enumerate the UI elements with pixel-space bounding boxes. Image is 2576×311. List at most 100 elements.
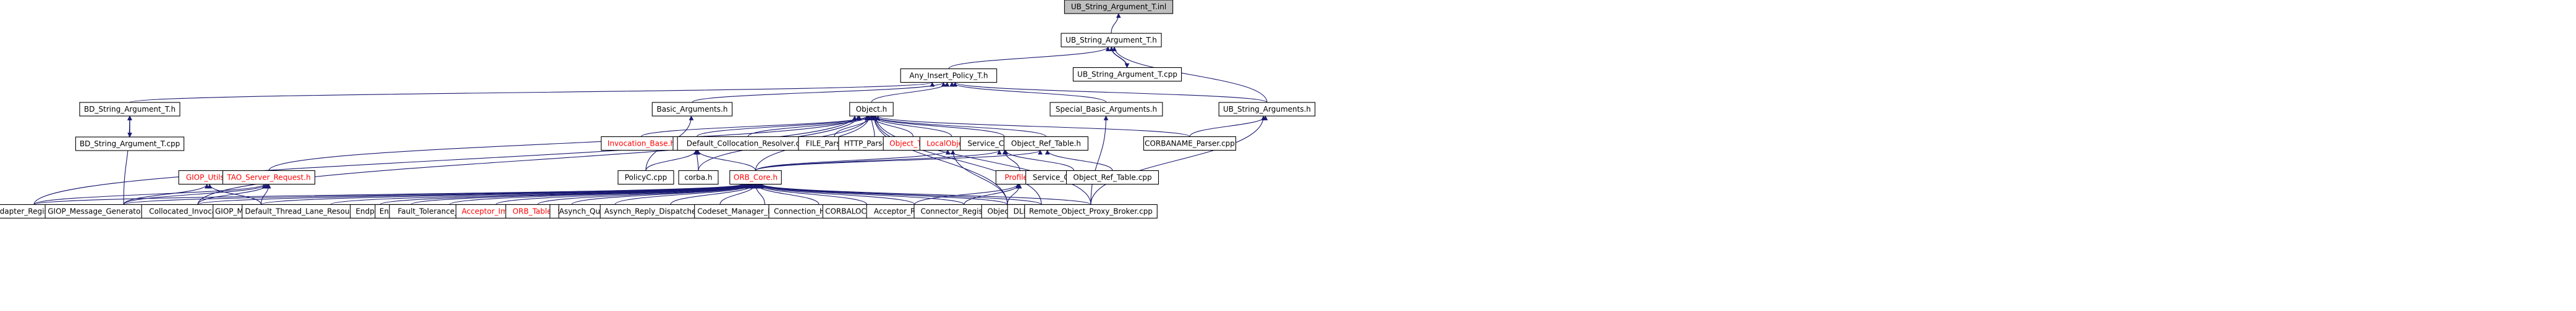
file-node-ubh[interactable]: UB_String_Argument_T.h (1061, 33, 1162, 48)
dependency-edge (207, 183, 262, 205)
dependency-edge (760, 183, 1091, 205)
file-node-box (1024, 204, 1158, 219)
file-node-orbcore[interactable]: ORB_Core.h (729, 170, 782, 185)
file-node-box (1049, 102, 1163, 117)
file-node-label: UB_String_Arguments.h (1223, 105, 1311, 114)
dependency-edge (949, 81, 1107, 103)
file-node-label: CORBANAME_Parser.cpp (1145, 139, 1235, 148)
file-node-special[interactable]: Special_Basic_Arguments.h (1049, 102, 1163, 117)
dependency-edge (759, 183, 1042, 205)
file-node-box (729, 170, 782, 185)
dependency-edge (197, 115, 860, 205)
file-node-objref[interactable]: Object_Ref_Table.h (1003, 136, 1088, 151)
dependency-edge (871, 115, 1008, 205)
file-node-corbaname[interactable]: CORBANAME_Parser.cpp (1143, 136, 1237, 151)
dependency-edge (537, 183, 754, 205)
file-node-box (1061, 33, 1162, 48)
file-node-label: UB_String_Argument_T.h (1066, 36, 1157, 44)
file-node-label: Object.h (856, 105, 888, 114)
dependency-edge (614, 183, 755, 205)
file-node-ubcpp[interactable]: UB_String_Argument_T.cpp (1072, 67, 1182, 82)
dependency-edge (1003, 149, 1075, 171)
file-node-label: Object_Ref_Table.cpp (1073, 173, 1151, 182)
dependency-edge (747, 115, 871, 137)
dependency-edge (952, 81, 1268, 103)
file-node-box (75, 136, 185, 151)
dependency-edge (914, 183, 1020, 205)
file-node-label: GIOP_Utils.h (186, 173, 231, 182)
dependency-edge (495, 183, 753, 205)
file-node-bdcpp[interactable]: BD_String_Argument_T.cpp (75, 136, 185, 151)
dependency-edge (123, 115, 132, 205)
file-node-label: TAO_Server_Request.h (226, 173, 310, 182)
dependency-edge (755, 149, 1043, 172)
file-node-label: BD_String_Argument_T.h (84, 105, 176, 114)
dependency-edge (640, 115, 870, 137)
dependency-edge (123, 183, 269, 205)
dependency-edge (33, 183, 267, 205)
file-node-box (900, 68, 998, 83)
dependency-edge (872, 115, 1042, 205)
dependency-edge (260, 183, 271, 205)
file-node-label: Special_Basic_Arguments.h (1056, 105, 1157, 114)
file-node-policycpp[interactable]: PolicyC.cpp (617, 170, 674, 185)
dependency-edge (1112, 46, 1268, 103)
dependency-edge (1007, 183, 1022, 205)
file-node-box (1143, 136, 1237, 151)
dependency-edge (1111, 46, 1130, 68)
file-node-label: ORB_Core.h (734, 173, 777, 182)
file-node-label: BD_String_Argument_T.cpp (80, 139, 180, 148)
dependency-edges (33, 13, 1268, 205)
file-node-label: Remote_Object_Proxy_Broker.cpp (1029, 207, 1153, 216)
dependency-edge (872, 115, 1047, 137)
dependency-edge (875, 115, 1190, 137)
dependency-edge (670, 183, 756, 205)
dependency-edge (410, 183, 751, 205)
dependency-edge (964, 183, 1022, 205)
file-node-box (222, 170, 316, 185)
dependency-edge (1090, 115, 1109, 205)
dependency-edge (695, 149, 756, 171)
file-node-remote[interactable]: Remote_Object_Proxy_Broker.cpp (1024, 204, 1158, 219)
dependency-edge (757, 183, 965, 205)
dependency-edge (948, 46, 1111, 69)
dependency-edge (571, 183, 755, 205)
file-node-objh[interactable]: Object.h (849, 102, 894, 117)
dependency-edge (692, 81, 946, 103)
file-node-basic[interactable]: Basic_Arguments.h (651, 102, 733, 117)
file-node-label: Default_Collocation_Resolver.cpp (687, 139, 810, 148)
file-node-invoc[interactable]: Invocation_Base.h (601, 136, 682, 151)
dependency-edge (260, 183, 748, 205)
file-node-bdh[interactable]: BD_String_Argument_T.h (79, 102, 180, 117)
dependency-edge (758, 183, 1008, 205)
dependency-edge (645, 149, 698, 171)
file-node-any[interactable]: Any_Insert_Policy_T.h (900, 68, 998, 83)
file-node-label: UB_String_Argument_T.cpp (1077, 70, 1177, 79)
file-node-objrefcpp[interactable]: Object_Ref_Table.cpp (1066, 170, 1159, 185)
file-nodes: UB_String_Argument_T.inlUB_String_Argume… (0, 0, 1316, 219)
file-node-box (79, 102, 180, 117)
file-node-label: Object_Ref_Table.h (1011, 139, 1081, 148)
dependency-edge (950, 149, 1008, 205)
file-node-root[interactable]: UB_String_Argument_T.inl (1064, 0, 1174, 14)
dependency-edge (449, 183, 752, 205)
file-node-defcoll[interactable]: Default_Collocation_Resolver.cpp (677, 136, 819, 151)
file-node-label: corba.h (684, 173, 712, 182)
file-node-corbah[interactable]: corba.h (678, 170, 719, 185)
dependency-edge (873, 115, 1091, 205)
file-node-ubargs[interactable]: UB_String_Arguments.h (1218, 102, 1316, 117)
dependency-edge (268, 115, 862, 171)
dependency-edge (871, 81, 950, 103)
file-node-label: UB_String_Argument_T.inl (1071, 2, 1166, 11)
file-node-label: PolicyC.cpp (625, 173, 667, 182)
file-node-box (1003, 136, 1088, 151)
dependency-edge (694, 149, 700, 171)
file-node-box (1072, 67, 1182, 82)
file-node-label: Basic_Arguments.h (657, 105, 728, 114)
file-node-tao[interactable]: TAO_Server_Request.h (222, 170, 316, 185)
dependency-edge (1111, 13, 1121, 34)
dependency-edge (1002, 149, 1020, 171)
file-node-box (617, 170, 674, 185)
dependency-edge (197, 183, 270, 205)
dependency-edge (33, 183, 744, 205)
